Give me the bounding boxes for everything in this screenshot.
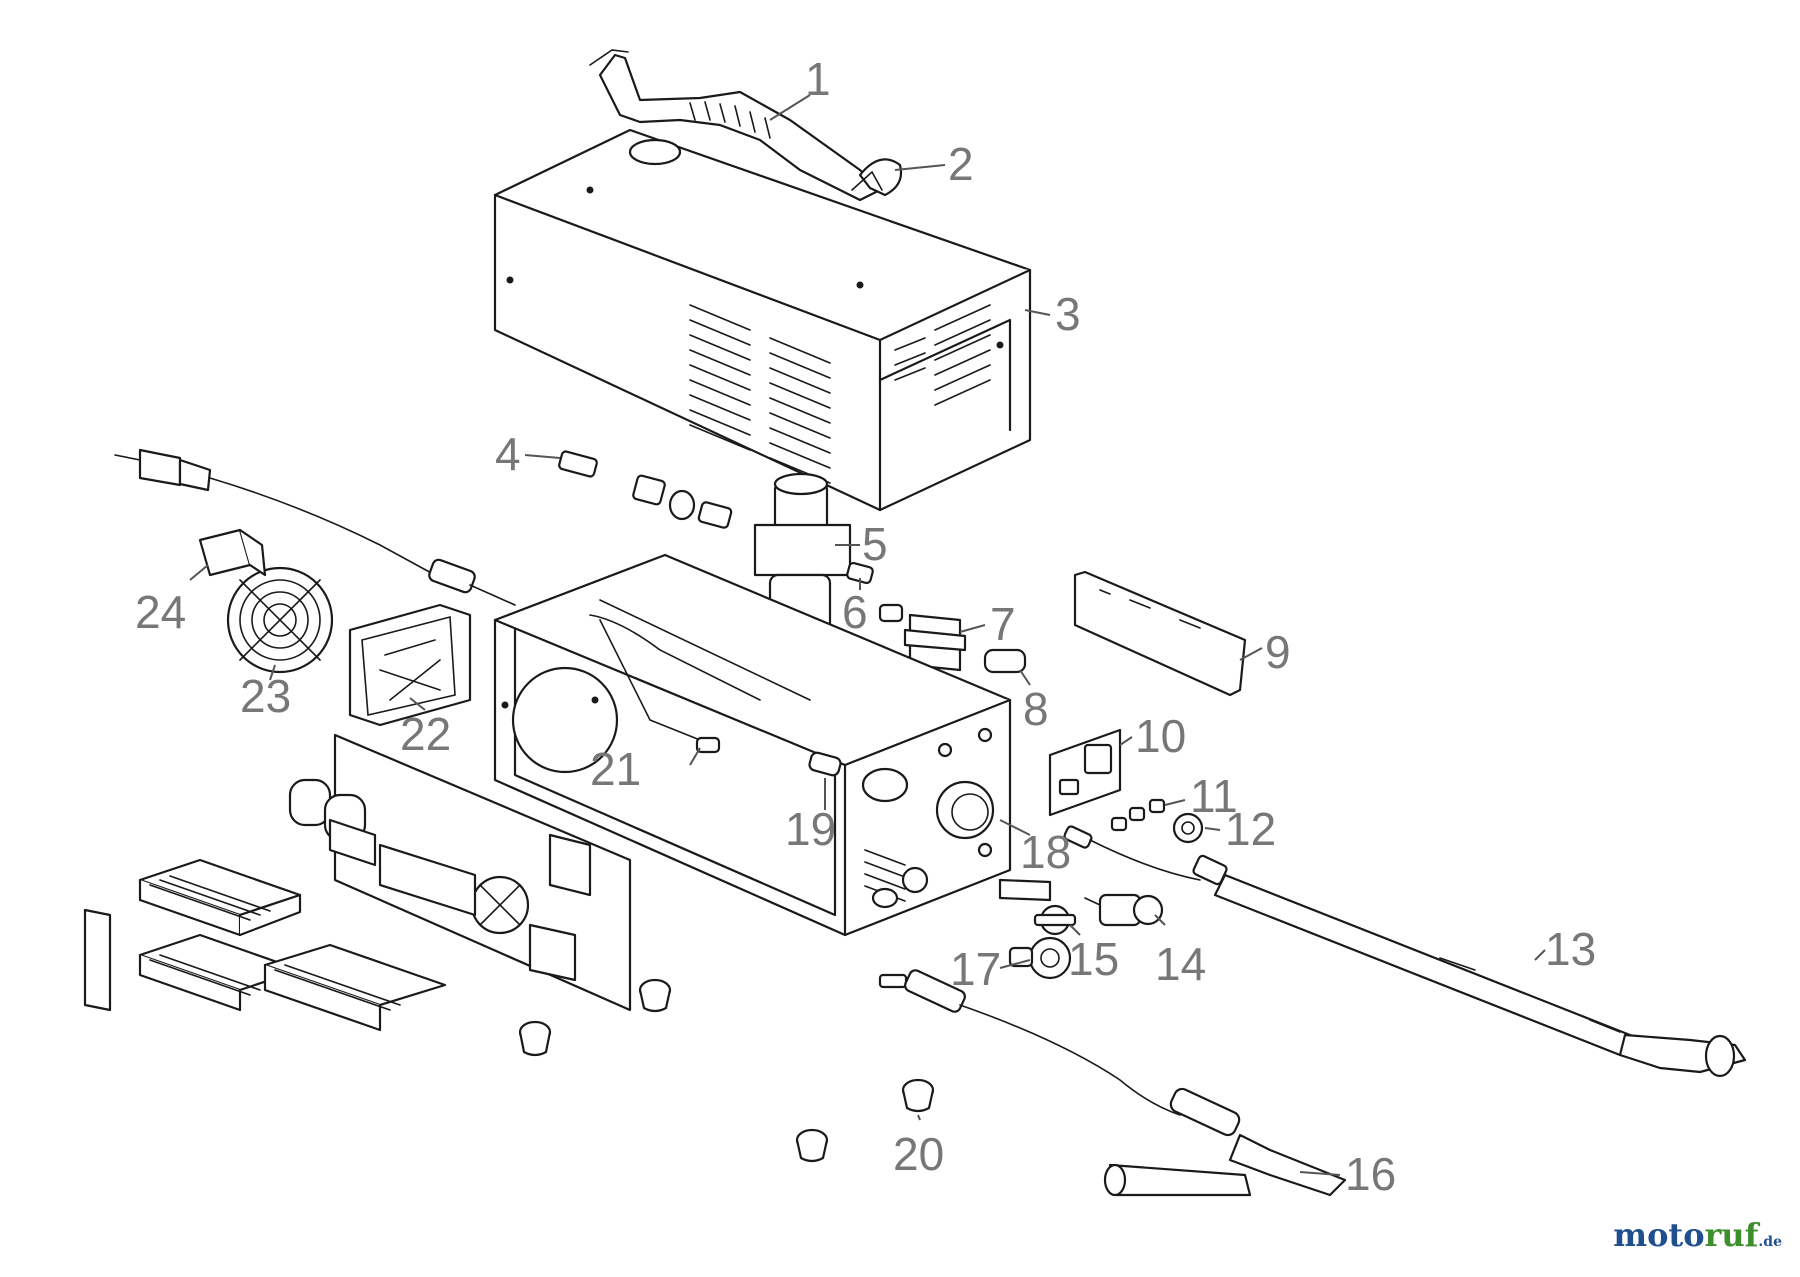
callout-1: 1 bbox=[805, 53, 831, 105]
leader-lines bbox=[189, 94, 1546, 1176]
logo-part-1: moto bbox=[1613, 1216, 1705, 1254]
callout-8: 8 bbox=[1023, 683, 1049, 735]
part-torch-13 bbox=[1063, 825, 1747, 1078]
part-fitting-19 bbox=[808, 751, 842, 777]
callout-10: 10 bbox=[1135, 710, 1186, 762]
part-rubber-feet-20 bbox=[518, 978, 935, 1163]
part-grille-23 bbox=[226, 566, 334, 674]
callout-17: 17 bbox=[950, 943, 1001, 995]
callout-2: 2 bbox=[948, 138, 974, 190]
part-fitting-21 bbox=[695, 736, 721, 754]
callout-20: 20 bbox=[893, 1128, 944, 1180]
callout-11: 11 bbox=[1190, 770, 1238, 822]
callout-24: 24 bbox=[135, 586, 186, 638]
callout-14: 14 bbox=[1155, 938, 1206, 990]
callout-22: 22 bbox=[400, 708, 451, 760]
part-fitting-6 bbox=[846, 561, 874, 585]
callout-9: 9 bbox=[1265, 626, 1291, 678]
callout-23: 23 bbox=[240, 670, 291, 722]
part-switch-board-10 bbox=[1048, 728, 1122, 817]
part-socket-15 bbox=[1033, 904, 1077, 936]
callout-6: 6 bbox=[842, 586, 868, 638]
part-top-cover bbox=[493, 128, 1032, 512]
logo-part-3: .de bbox=[1758, 1234, 1782, 1250]
part-bracket-18b bbox=[998, 878, 1052, 902]
part-clip bbox=[851, 158, 903, 197]
part-power-cable bbox=[114, 448, 516, 606]
part-socket-17 bbox=[1008, 936, 1072, 980]
part-control-board-9 bbox=[1073, 570, 1247, 697]
part-rocker-switch-24 bbox=[198, 528, 267, 577]
part-earth-clamp-16 bbox=[878, 969, 1347, 1197]
callout-15: 15 bbox=[1068, 933, 1119, 985]
callout-3: 3 bbox=[1055, 288, 1081, 340]
callout-12: 12 bbox=[1225, 803, 1276, 855]
callout-5: 5 bbox=[862, 518, 888, 570]
callout-4: 4 bbox=[495, 428, 521, 480]
part-small-items-11 bbox=[1110, 798, 1166, 832]
part-power-module bbox=[83, 733, 632, 1032]
front-vents bbox=[689, 304, 831, 484]
logo-part-2: ruf bbox=[1704, 1216, 1759, 1254]
part-socket-14 bbox=[1084, 893, 1164, 927]
part-connector-8 bbox=[983, 648, 1027, 674]
part-fitting-4 bbox=[558, 450, 733, 529]
callout-18: 18 bbox=[1020, 826, 1071, 878]
part-nut-12 bbox=[1172, 812, 1204, 844]
part-fan-22 bbox=[348, 603, 472, 727]
callout-7: 7 bbox=[990, 598, 1016, 650]
callout-13: 13 bbox=[1545, 923, 1596, 975]
callouts: 1 2 3 4 5 6 7 8 9 10 11 12 13 14 15 16 1… bbox=[135, 53, 1596, 1200]
callout-16: 16 bbox=[1345, 1148, 1396, 1200]
callout-19: 19 bbox=[785, 803, 836, 855]
side-vents bbox=[894, 304, 991, 406]
part-chassis bbox=[493, 553, 1012, 937]
callout-21: 21 bbox=[590, 743, 641, 795]
motoruf-logo: motoruf.de bbox=[1613, 1216, 1782, 1254]
